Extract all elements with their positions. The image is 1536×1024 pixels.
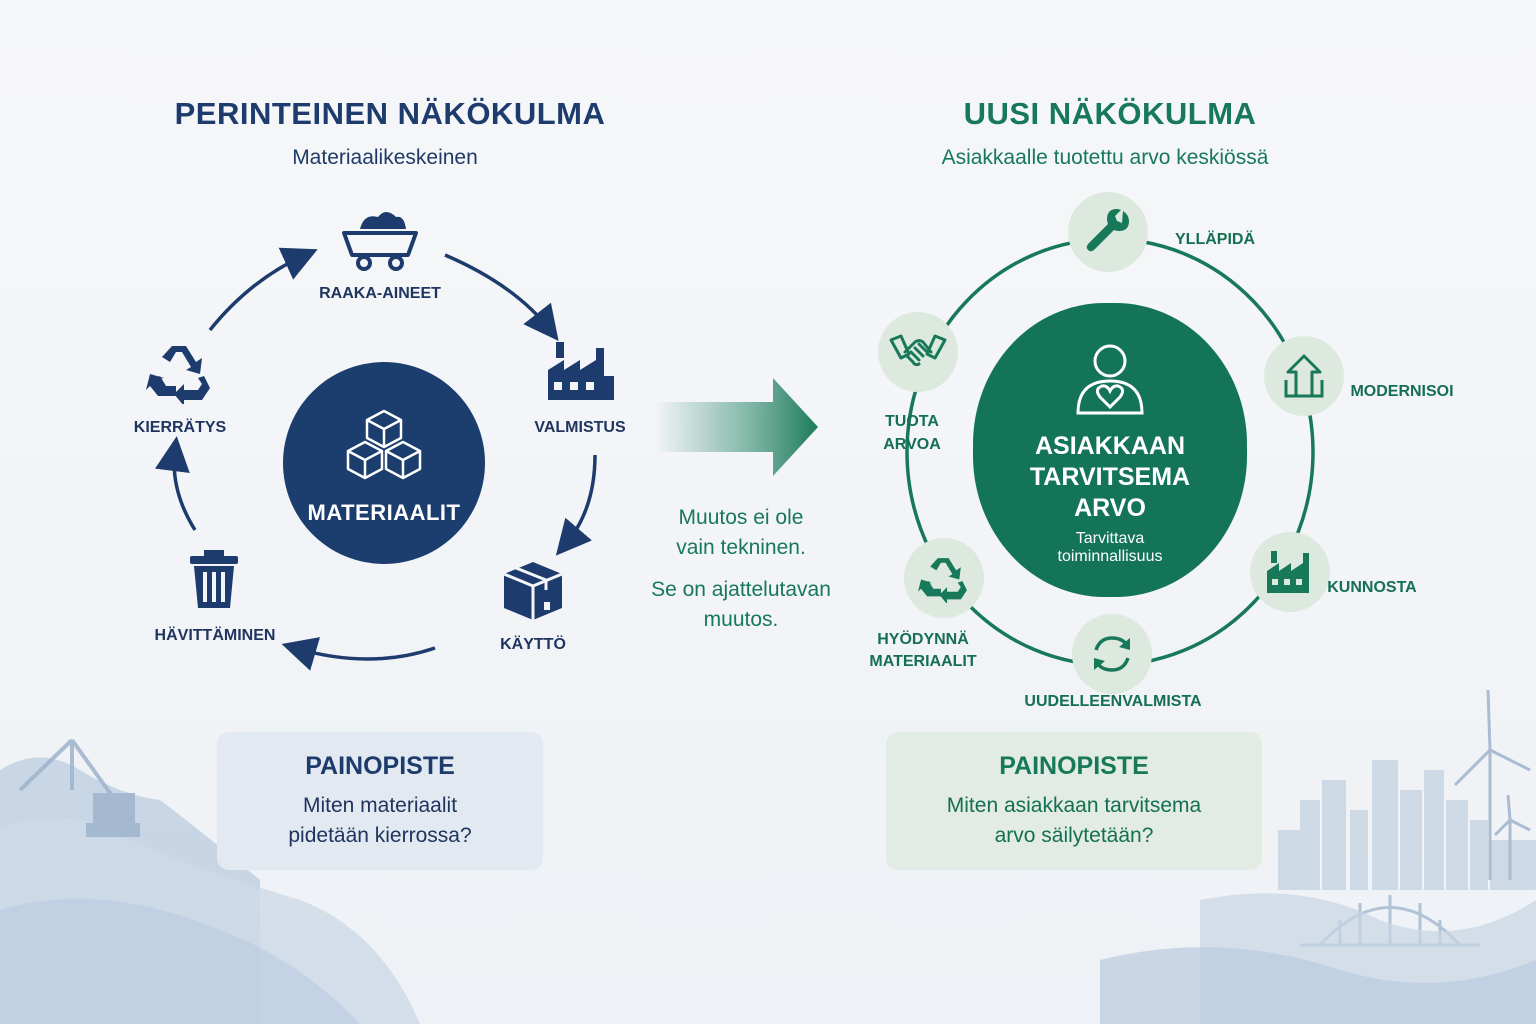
materials-center-label: MATERIAALIT (307, 500, 461, 525)
recycle-icon (918, 558, 967, 603)
node-label-create-line2: ARVOA (883, 436, 941, 453)
right-subtitle: Asiakkaalle tuotettu arvo keskiössä (941, 146, 1269, 169)
materials-center-circle: MATERIAALIT (283, 362, 485, 564)
trash-icon (190, 550, 238, 608)
package-icon (503, 562, 563, 620)
factory-icon (1267, 551, 1309, 593)
right-focus-line2: arvo säilytetään? (994, 823, 1154, 847)
center-sub2: toiminnallisuus (1057, 547, 1163, 565)
wrench-icon (1086, 209, 1129, 252)
left-focus-line1: Miten materiaalit (302, 793, 458, 817)
center-sub1: Tarvittava (1075, 529, 1145, 547)
handshake-icon (889, 334, 947, 367)
middle-message: Muutos ei ole vain tekninen. Se on ajatt… (636, 503, 846, 635)
node-label-utilize-line1: HYÖDYNNÄ (877, 631, 969, 648)
middle-line2: vain tekninen. (676, 536, 806, 559)
customer-value-center-circle: ASIAKKAAN TARVITSEMA ARVO Tarvittava toi… (973, 303, 1247, 597)
node-label-utilize-line2: MATERIAALIT (869, 653, 977, 670)
excavator-illustration (18, 738, 140, 837)
cycle-arrows-icon (1094, 636, 1130, 672)
right-focus-title: PAINOPISTE (999, 751, 1149, 780)
left-focus-line2: pidetään kierrossa? (288, 823, 472, 847)
node-label-maintain: YLLÄPIDÄ (1175, 231, 1255, 248)
center-line3: ARVO (1074, 493, 1146, 522)
middle-line3: Se on ajattelutavan (651, 578, 831, 601)
node-refurbish (1250, 532, 1330, 612)
node-label-disposal: HÄVITTÄMINEN (154, 627, 276, 644)
node-label-remanufacture: UUDELLEENVALMISTA (1024, 693, 1202, 710)
left-hills (0, 757, 420, 1024)
left-cycle-arrows (155, 247, 597, 671)
left-focus-title: PAINOPISTE (305, 751, 455, 780)
transition-arrow (655, 378, 818, 476)
right-focus-line1: Miten asiakkaan tarvitsema (946, 793, 1202, 817)
node-label-use: KÄYTTÖ (500, 636, 566, 653)
node-remanufacture (1072, 614, 1152, 694)
node-utilize-materials (904, 538, 984, 618)
node-label-raw-materials: RAAKA-AINEET (319, 285, 441, 302)
node-label-modernize: MODERNISOI (1350, 383, 1454, 400)
center-line1: ASIAKKAAN (1035, 431, 1185, 460)
recycle-icon (146, 346, 210, 404)
person-heart-icon (1076, 344, 1144, 414)
right-hills (1100, 893, 1536, 1024)
node-label-create-line1: TUOTA (885, 413, 939, 430)
center-line2: TARVITSEMA (1029, 462, 1191, 491)
node-label-refurbish: KUNNOSTA (1327, 579, 1417, 596)
node-label-recycling: KIERRÄTYS (133, 419, 227, 436)
right-focus-box: PAINOPISTE Miten asiakkaan tarvitsema ar… (886, 732, 1262, 870)
left-subtitle: Materiaalikeskeinen (292, 146, 478, 169)
factory-icon (548, 342, 614, 400)
left-focus-box: PAINOPISTE Miten materiaalit pidetään ki… (217, 732, 543, 870)
city-skyline (1278, 760, 1536, 890)
cubes-icon (346, 409, 422, 480)
upgrade-arrow-icon (1284, 354, 1324, 398)
right-title: UUSI NÄKÖKULMA (963, 96, 1257, 131)
mine-cart-icon (342, 212, 418, 271)
middle-line1: Muutos ei ole (678, 506, 804, 529)
middle-line4: muutos. (703, 608, 779, 631)
node-modernize (1264, 336, 1344, 416)
node-create-value (878, 312, 958, 392)
node-label-manufacturing: VALMISTUS (534, 419, 626, 436)
node-maintain (1068, 192, 1148, 272)
left-title: PERINTEINEN NÄKÖKULMA (174, 96, 606, 131)
wind-turbines (1453, 689, 1531, 880)
